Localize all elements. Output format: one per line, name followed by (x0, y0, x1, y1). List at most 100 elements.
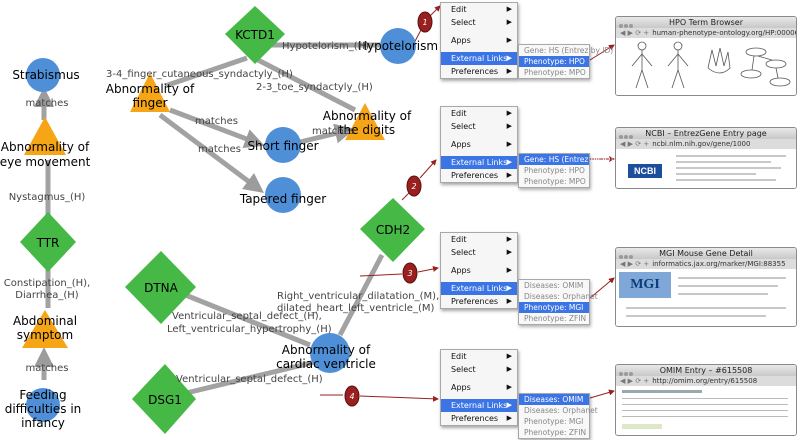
callout-3 (402, 262, 418, 284)
submenu-item[interactable]: Phenotype: ZFIN (524, 314, 587, 323)
label-eye-1: Abnormality of (1, 140, 90, 154)
address-bar[interactable]: ◀ ▶ ⟳ +http://omim.org/entry/615508 (616, 376, 796, 386)
menu-item-select[interactable]: Select▶ (441, 363, 517, 376)
submenu-item[interactable]: Phenotype: MGI (519, 302, 589, 313)
address-bar[interactable]: ◀ ▶ ⟳ +ncbi.nlm.nih.gov/gene/1000 (616, 139, 796, 149)
submenu-item[interactable]: Phenotype: MGI (524, 417, 584, 426)
menu-item-select[interactable]: Select▶ (441, 120, 517, 133)
node-hypotelorism[interactable] (380, 28, 416, 64)
submenu-item[interactable]: Diseases: OMIM (519, 394, 589, 405)
node-abnormality-digits[interactable] (345, 103, 385, 140)
node-abnormality-cardiac-ventricle[interactable] (310, 333, 350, 373)
node-abdominal-symptom[interactable] (22, 310, 68, 348)
node-strabismus[interactable] (26, 58, 60, 92)
submenu-item[interactable]: Phenotype: HPO (524, 166, 585, 175)
node-dtna[interactable] (125, 251, 196, 324)
menu-item-edit[interactable]: Edit▶ (441, 233, 517, 246)
address-text: informatics.jax.org/marker/MGI:88355 (652, 260, 786, 268)
menu-item-edit[interactable]: Edit▶ (441, 3, 517, 16)
context-menu-3: Edit▶ Select ▶ Apps▶ External Links▶ Pref… (440, 232, 518, 309)
content-placeholder-line (622, 424, 662, 429)
submenu-item[interactable]: Phenotype: ZFIN (524, 428, 587, 437)
menu-item-select[interactable]: Select ▶ (441, 246, 517, 259)
edge-label-cutaneous: 3-4_finger_cutaneous_syndactyly_(H) (106, 69, 293, 80)
edge-label-rv-dilatation: Right_ventricular_dilatation_(M), (277, 291, 439, 302)
submenu-item[interactable]: Phenotype: HPO (519, 56, 589, 67)
node-kctd1[interactable] (225, 6, 285, 64)
edge-label-vsd-2: Ventricular_septal_defect_(H) (176, 374, 323, 385)
label-feeding-2: difficulties in (5, 402, 82, 416)
chevron-right-icon: ▶ (506, 248, 512, 256)
chevron-right-icon: ▶ (506, 5, 512, 13)
menu-item-external-links[interactable]: External Links▶ (441, 282, 517, 295)
window-controls[interactable] (619, 368, 634, 379)
label-short-finger: Short finger (247, 139, 318, 153)
node-dsg1[interactable] (132, 364, 196, 434)
label-digits-2: the digits (339, 123, 395, 137)
menu-item-external-links[interactable]: External Links▶ (441, 399, 517, 412)
menu-item-label: Select (451, 248, 476, 257)
edge-label-vsd: Ventricular_septal_defect_(H), (172, 311, 322, 322)
browser-content-omim (616, 386, 796, 435)
browser-window-mgi: MGI Mouse Gene Detail ◀ ▶ ⟳ +informatics… (615, 247, 797, 327)
node-labels: Strabismus Abnormality of eye movement T… (0, 28, 438, 430)
address-bar[interactable]: ◀ ▶ ⟳ +human-phenotype-ontology.org/HP:0… (616, 28, 796, 38)
node-short-finger[interactable] (265, 127, 301, 163)
submenu-item[interactable]: Diseases: Orphanet (524, 292, 598, 301)
edge-labels: matches Nystagmus_(H) Constipation_(H), … (4, 41, 440, 385)
menu-item-apps[interactable]: Apps▶ (441, 138, 517, 151)
menu-item-edit[interactable]: Edit▶ (441, 350, 517, 363)
nav-arrows-icon[interactable]: ◀ ▶ ⟳ + (620, 377, 650, 385)
ncbi-logo: NCBI (628, 164, 662, 178)
menu-item-external-links[interactable]: External Links▶ (441, 156, 517, 169)
window-controls[interactable] (619, 251, 634, 262)
node-feeding-difficulties[interactable] (26, 388, 60, 422)
address-bar[interactable]: ◀ ▶ ⟳ +informatics.jax.org/marker/MGI:88… (616, 259, 796, 269)
label-finger-2: finger (132, 96, 167, 110)
callout-1 (417, 11, 433, 33)
menu-item-edit[interactable]: Edit▶ (441, 107, 517, 120)
edge-label-matches-3: matches (195, 116, 238, 127)
content-placeholder-line (676, 179, 776, 181)
menu-item-preferences[interactable]: Preferences▶ (441, 295, 517, 308)
menu-item-external-links[interactable]: External Links▶ (441, 52, 517, 65)
menu-item-select[interactable]: Select▶ (441, 16, 517, 29)
content-placeholder-line (678, 293, 768, 295)
chevron-right-icon: ▶ (506, 401, 512, 409)
nav-arrows-icon[interactable]: ◀ ▶ ⟳ + (620, 260, 650, 268)
submenu-item[interactable]: Diseases: Orphanet (524, 406, 598, 415)
submenu-item[interactable]: Diseases: OMIM (524, 281, 584, 290)
nav-arrows-icon[interactable]: ◀ ▶ ⟳ + (620, 29, 650, 37)
submenu-item[interactable]: Gene: HS (Entrez by ID) (519, 154, 613, 165)
edge-label-matches-4: matches (198, 144, 241, 155)
callout-2-label: 2 (411, 182, 416, 191)
menu-item-label: External Links (451, 284, 508, 293)
edge-cdh2-to-heart (337, 253, 385, 337)
node-cdh2[interactable] (360, 198, 425, 262)
menu-item-preferences[interactable]: Preferences▶ (441, 65, 517, 78)
content-placeholder-line (626, 315, 766, 317)
nav-arrows-icon[interactable]: ◀ ▶ ⟳ + (620, 140, 650, 148)
graph-nodes (20, 6, 425, 434)
window-controls[interactable] (619, 20, 634, 31)
node-tapered-finger[interactable] (265, 177, 301, 213)
content-placeholder-line (626, 307, 786, 309)
menu-item-preferences[interactable]: Preferences▶ (441, 169, 517, 182)
submenu-item[interactable]: Gene: HS (Entrez by ID) (524, 46, 614, 55)
menu-item-apps[interactable]: Apps▶ (441, 381, 517, 394)
context-menu-4: Edit▶ Select▶ Apps▶ External Links▶ Pref… (440, 349, 518, 426)
menu-item-apps[interactable]: Apps▶ (441, 264, 517, 277)
submenu-item[interactable]: Phenotype: MPO (524, 68, 586, 77)
node-abnormality-finger[interactable] (130, 73, 170, 112)
callout-1-label: 1 (422, 18, 427, 27)
node-abnormality-eye-movement[interactable] (24, 117, 66, 155)
menu-item-preferences[interactable]: Preferences▶ (441, 412, 517, 425)
menu-item-label: Apps (451, 36, 471, 45)
node-ttr[interactable] (20, 212, 76, 272)
label-kctd1: KCTD1 (235, 28, 275, 42)
submenu-item[interactable]: Phenotype: MPO (524, 177, 586, 186)
menu-item-apps[interactable]: Apps▶ (441, 34, 517, 47)
window-controls[interactable] (619, 131, 634, 142)
browser-titlebar: OMIM Entry – #615508 (616, 365, 796, 376)
label-heart-1: Abnormality of (282, 343, 371, 357)
